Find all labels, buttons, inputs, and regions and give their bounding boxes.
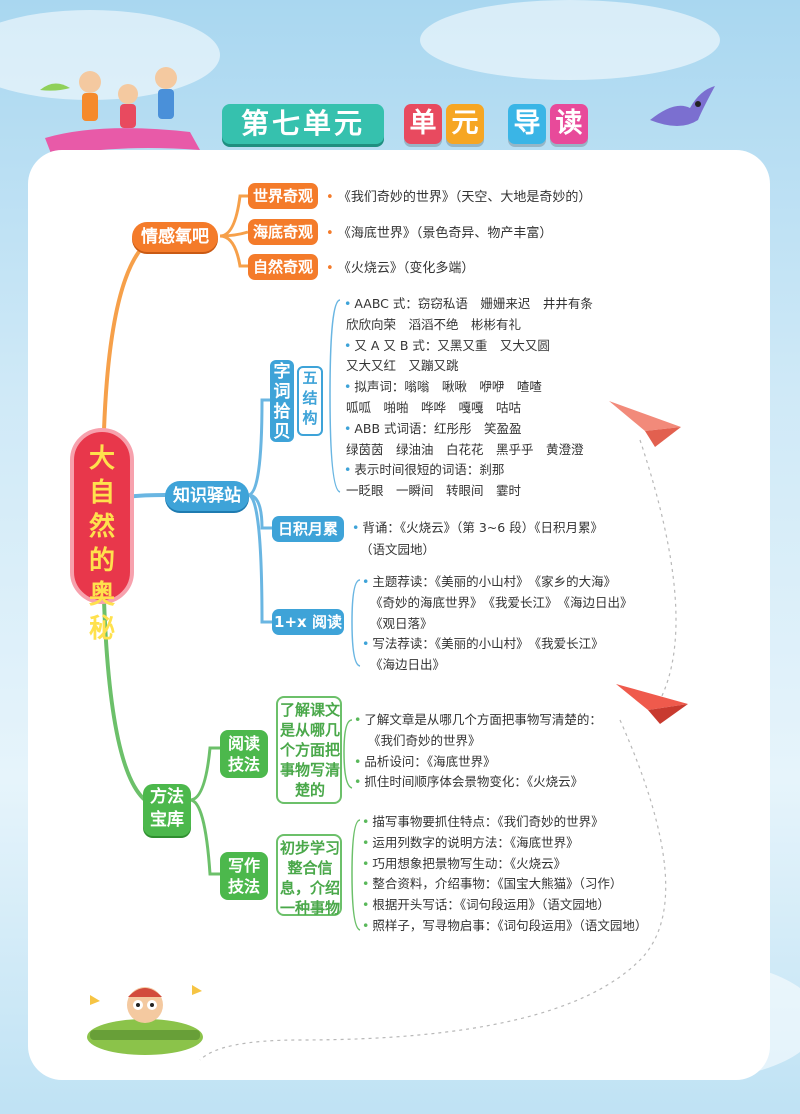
- list-line: •又 A 又 B 式：又黑又重 又大又圆: [344, 337, 550, 353]
- guide-char: 单: [404, 104, 442, 144]
- center-topic: 大自然的奥秘: [70, 428, 134, 644]
- guide-char: 元: [446, 104, 484, 144]
- guide-char: 读: [550, 104, 588, 144]
- emotion-item-world: 世界奇观: [248, 183, 318, 209]
- list-line: 《观日落》: [370, 615, 433, 631]
- list-line: •ABB 式词语：红彤彤 笑盈盈: [344, 420, 522, 436]
- list-line: 一眨眼 一瞬间 转眼间 霎时: [346, 483, 522, 499]
- list-line: •描写事物要抓住特点：《我们奇妙的世界》: [362, 814, 604, 829]
- cloud: [420, 0, 720, 80]
- paper-plane-icon: [609, 401, 681, 447]
- writing-skill-list: •描写事物要抓住特点：《我们奇妙的世界》 •运用列数字的说明方法：《海底世界》 •巧…: [362, 812, 647, 937]
- reading-label: 1+x 阅读: [272, 609, 344, 635]
- branch-knowledge: 知识驿站: [165, 481, 249, 511]
- unit-title: 第七单元: [222, 104, 384, 144]
- list-line: 《奇妙的海底世界》 《我爱长江》 《海边日出》: [370, 594, 633, 610]
- list-line: •运用列数字的说明方法：《海底世界》: [362, 834, 579, 850]
- cloud: [0, 10, 220, 100]
- list-line: •巧用想象把景物写生动：《火烧云》: [362, 855, 567, 871]
- emotion-note: • 《海底世界》（景色奇异、物产丰富）: [326, 226, 553, 241]
- list-line: •拟声词：嗡嗡 啾啾 咿咿 喳喳: [344, 379, 542, 395]
- emotion-item-nature: 自然奇观: [248, 254, 318, 280]
- list-line: •表示时间很短的词语：刹那: [344, 462, 505, 478]
- list-line: •整合资料，介绍事物：《国宝大熊猫》（习作）: [362, 876, 623, 892]
- emotion-note: • 《火烧云》（变化多端）: [326, 261, 475, 276]
- writing-skill-box: 初步学习整合信息，介绍一种事物: [276, 834, 342, 917]
- list-line: •抓住时间顺序体会景物变化：《火烧云》: [354, 774, 584, 790]
- emotion-item-sea: 海底奇观: [248, 219, 318, 245]
- list-line: •了解文章是从哪几个方面把事物写清楚的：: [354, 712, 602, 727]
- list-line: •根据开头写话：《词句段运用》（语文园地）: [362, 897, 610, 913]
- branch-method: 方法宝库: [143, 784, 191, 836]
- reading-skill-box: 了解课文是从哪几个方面把事物写清楚的: [276, 696, 342, 804]
- words-label: 字词拾贝: [270, 360, 294, 442]
- words-structure-label: 五结构: [297, 366, 323, 436]
- list-line: 又大又红 又蹦又跳: [346, 358, 459, 374]
- branch-emotion: 情感氧吧: [132, 222, 218, 252]
- list-line: 《海边日出》: [370, 657, 446, 673]
- list-line: •照样子，写寻物启事：《词句段运用》（语文园地）: [362, 917, 648, 933]
- reading-list: •主题荐读：《美丽的小山村》 《家乡的大海》《奇妙的海底世界》 《我爱长江》 《…: [362, 572, 633, 676]
- list-line: •品析设问：《海底世界》: [354, 753, 496, 769]
- daily-label: 日积月累: [272, 516, 344, 542]
- list-line: 绿茵茵 绿油油 白花花 黑乎乎 黄澄澄: [346, 441, 584, 457]
- reading-skill-list: •了解文章是从哪几个方面把事物写清楚的： 《我们奇妙的世界》 •品析设问：《海底世界…: [354, 710, 602, 793]
- guide-char: 导: [508, 104, 546, 144]
- list-line: 《我们奇妙的世界》: [368, 732, 481, 748]
- paper-plane-icon: [616, 684, 688, 724]
- mind-map-panel: [28, 150, 770, 1080]
- daily-line: •背诵：《火烧云》（第 3~6 段）《日积月累》: [352, 520, 603, 535]
- mascot-airplane-illustration: [87, 985, 203, 1055]
- list-line: 欣欣向荣 滔滔不绝 彬彬有礼: [346, 316, 522, 332]
- daily-line: （语文园地）: [360, 542, 436, 557]
- kids-on-carpet-illustration: [40, 67, 200, 156]
- list-line: •AABC 式：窃窃私语 姗姗来迟 井井有条: [344, 296, 593, 311]
- bird-illustration: [650, 86, 715, 126]
- writing-skill-label: 写作技法: [220, 852, 268, 900]
- reading-skill-label: 阅读技法: [220, 730, 268, 778]
- emotion-note: • 《我们奇妙的世界》（天空、大地是奇妙的）: [326, 190, 592, 205]
- list-line: •写法荐读：《美丽的小山村》 《我爱长江》: [362, 636, 604, 652]
- list-line: 呱呱 啪啪 哗哗 嘎嘎 咕咕: [346, 399, 522, 415]
- words-list: •AABC 式：窃窃私语 姗姗来迟 井井有条欣欣向荣 滔滔不绝 彬彬有礼 •又 A…: [344, 294, 593, 502]
- center-label: 大自然的奥秘: [88, 444, 115, 644]
- list-line: •主题荐读：《美丽的小山村》 《家乡的大海》: [362, 574, 617, 589]
